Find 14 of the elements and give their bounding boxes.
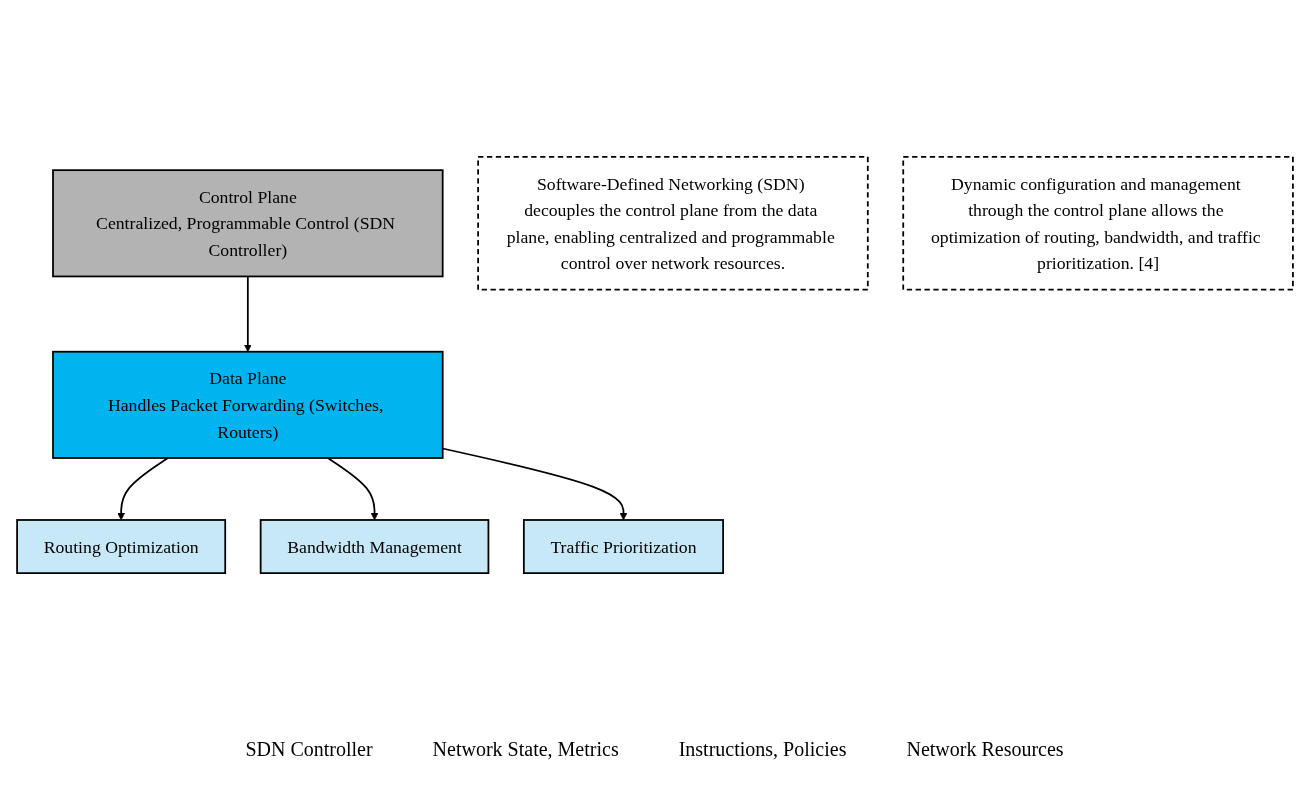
node-box: Routing Optimization	[15, 519, 226, 574]
note-label: Network State, Metrics	[432, 738, 619, 761]
note-label: Network Resources	[906, 738, 1064, 761]
arrow	[243, 275, 252, 353]
arrow	[116, 457, 169, 521]
arrow	[326, 457, 378, 521]
note-label: SDN Controller	[245, 738, 373, 761]
node-box: Software-Defined Networking (SDN) decouples the control plane from the data plane, enabling centralized and programmable control over network resources.	[476, 156, 869, 291]
note-label: Instructions, Policies	[678, 738, 847, 761]
node-box: Control Plane Centralized, Programmable Control (SDN Controller)	[51, 169, 444, 278]
node-box: Data Plane Handles Packet Forwarding (Switches, Routers)	[51, 350, 444, 459]
node-box: Traffic Prioritization	[522, 519, 724, 574]
node-box: Bandwidth Management	[259, 519, 489, 574]
node-box: Dynamic configuration and management through the control plane allows the optimization of routing, bandwidth, and traffic prioritization. [4]	[901, 156, 1294, 291]
